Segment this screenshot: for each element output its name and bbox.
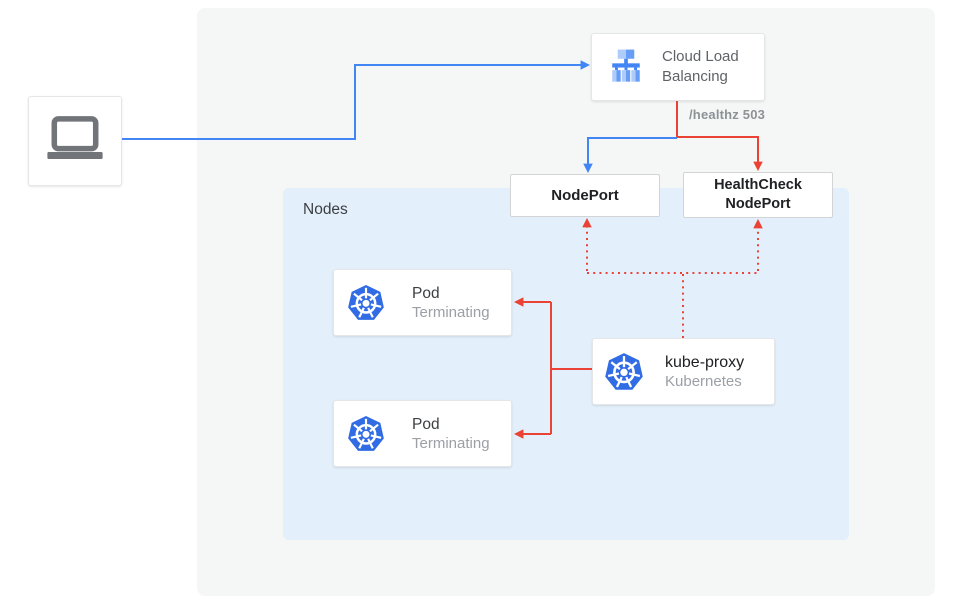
laptop-icon [47,116,103,159]
cloud-load-balancing-icon [612,49,640,82]
pod-node-2: Pod Terminating [333,400,512,467]
healthcheck-nodeport-label-line1: HealthCheck [714,177,802,194]
healthz-annotation: /healthz 503 [689,107,766,122]
client-node [28,96,122,186]
healthcheck-nodeport-node: HealthCheck NodePort [683,172,833,218]
healthcheck-nodeport-label-line2: NodePort [725,196,791,212]
pod-2-title: Pod [412,415,440,433]
pod-1-title: Pod [412,284,440,302]
kube-proxy-node: kube-proxy Kubernetes [592,338,775,405]
nodeport-label: NodePort [551,187,619,204]
kubernetes-icon [348,415,384,451]
cloud-load-balancing-label: Cloud Load Balancing [662,47,739,85]
kubernetes-icon [348,284,384,320]
pod-2-status: Terminating [412,434,490,452]
pod-node-1: Pod Terminating [333,269,512,336]
kube-proxy-subtitle: Kubernetes [665,372,742,390]
cloud-load-balancing-node: Cloud Load Balancing [591,33,765,101]
nodeport-node: NodePort [510,174,660,217]
pod-1-status: Terminating [412,303,490,321]
kubernetes-icon [605,352,643,390]
nodes-panel-label: Nodes [303,201,348,218]
kube-proxy-title: kube-proxy [665,353,745,371]
